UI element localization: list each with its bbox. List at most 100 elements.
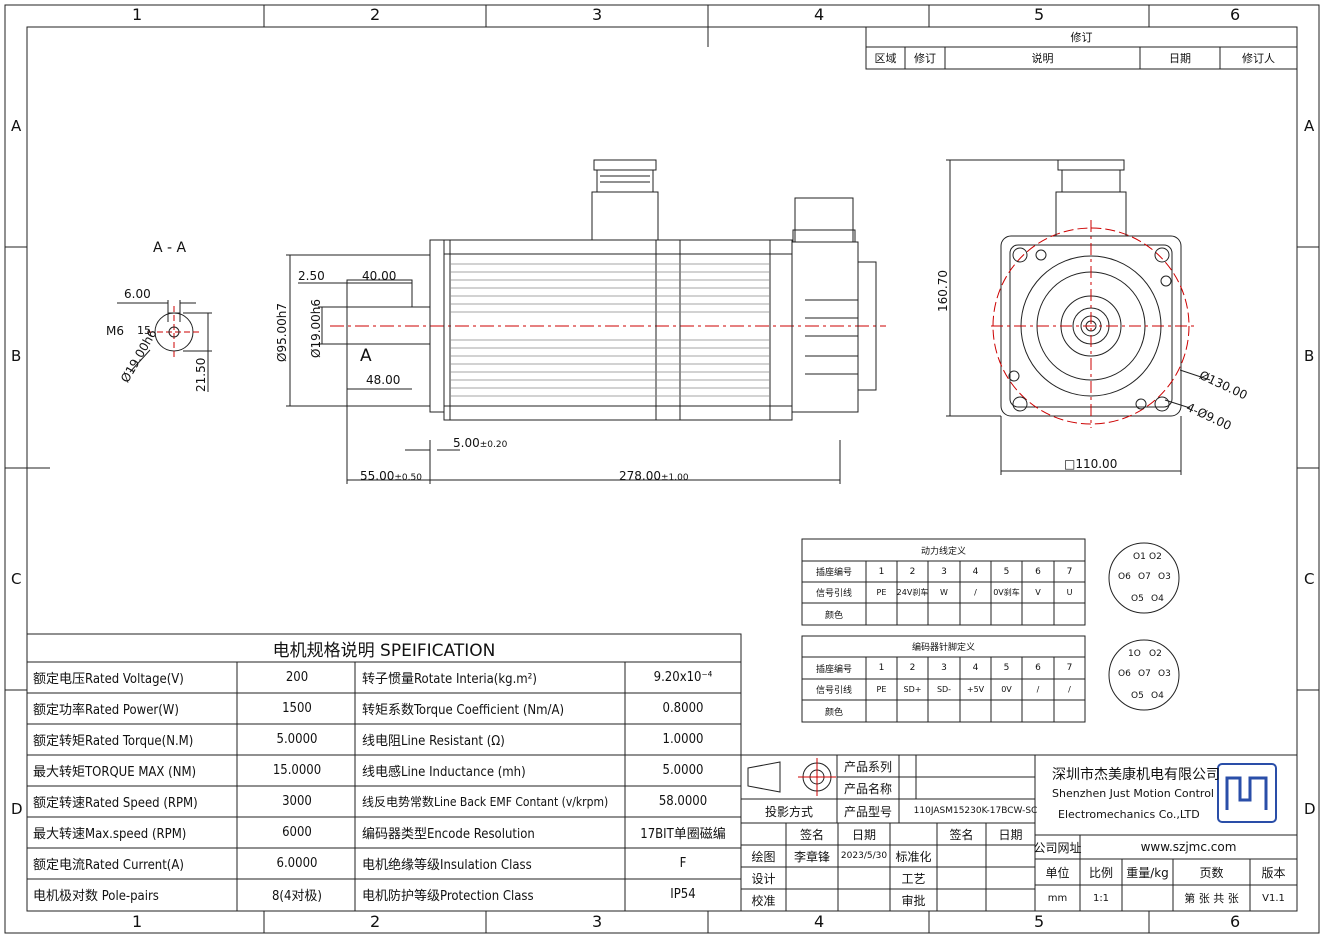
power-signal-7: U	[1066, 588, 1073, 597]
sign-header: 签名	[799, 827, 824, 842]
zone-row-c-right: C	[1304, 570, 1315, 588]
power-pin-3: 3	[941, 566, 947, 577]
power-conn-pin-7: O7	[1138, 572, 1151, 582]
spec-title: 电机规格说明 SPEIFICATION	[272, 640, 496, 661]
spec-row: 额定电压Rated Voltage(V) 200 转子惯量Rotate Inte…	[27, 662, 741, 693]
zone-col-4-bottom: 4	[814, 912, 825, 931]
power-conn-pin-3: O3	[1158, 572, 1171, 582]
zone-col-6-bottom: 6	[1230, 912, 1241, 931]
dim-thread: M6	[106, 324, 124, 338]
dim-key-length: 40.00	[362, 269, 397, 283]
spec-key-2: 编码器类型Encode Resolution	[362, 827, 535, 842]
encoder-signal-2: SD+	[903, 685, 922, 694]
revision-header-reviser: 修订人	[1242, 52, 1275, 65]
power-pin-7: 7	[1066, 566, 1073, 577]
power-signal-2: 24V刹车	[896, 588, 929, 597]
spec-val-1: 3000	[282, 794, 312, 809]
spec-row: 额定转速Rated Speed (RPM) 3000 线反电势常数Line Ba…	[27, 786, 741, 817]
drawer-name: 李章锋	[793, 849, 830, 864]
encoder-signal-3: SD-	[936, 685, 952, 694]
website-label: 公司网址	[1033, 840, 1082, 855]
spec-val-2: 9.20x10⁻⁴	[653, 670, 713, 685]
encoder-signal-4: +5V	[966, 685, 985, 694]
product-name-label: 产品名称	[843, 781, 892, 796]
spec-val-1: 8(4对极)	[271, 889, 322, 904]
spec-key-1: 额定转速Rated Speed (RPM)	[33, 796, 198, 811]
power-row-label-color: 颜色	[824, 610, 843, 621]
zone-row-c-left: C	[11, 570, 22, 588]
zone-row-a-right: A	[1304, 117, 1315, 135]
design-label: 设计	[751, 871, 776, 886]
spec-val-2: F	[679, 856, 687, 871]
zone-col-2-bottom: 2	[370, 912, 381, 931]
spec-key-1: 额定电流Rated Current(A)	[33, 858, 184, 873]
spec-key-1: 额定功率Rated Power(W)	[33, 703, 179, 718]
version-label: 版本	[1261, 865, 1286, 880]
unit-value: mm	[1047, 892, 1068, 904]
zone-col-3-bottom: 3	[592, 912, 603, 931]
encoder-signal-5: 0V	[1001, 685, 1012, 694]
power-table-title: 动力线定义	[920, 546, 966, 557]
encoder-pin-5: 5	[1003, 663, 1010, 673]
power-pin-6: 6	[1035, 566, 1041, 577]
zone-row-d-left: D	[11, 800, 23, 818]
product-series-label: 产品系列	[843, 759, 892, 774]
version-value: V1.1	[1262, 892, 1285, 904]
power-conn-pin-6: O6	[1118, 572, 1131, 582]
drawn-label: 绘图	[751, 849, 776, 864]
encoder-row-label-pin: 插座编号	[815, 664, 852, 675]
revision-title: 修订	[1070, 31, 1093, 44]
spec-key-2: 电机防护等级Protection Class	[362, 889, 534, 904]
power-signal-4: /	[974, 588, 977, 597]
power-pin-5: 5	[1003, 566, 1010, 577]
spec-val-1: 200	[285, 670, 309, 685]
encoder-signal-7: /	[1068, 685, 1071, 694]
spec-val-2: IP54	[670, 887, 696, 902]
encoder-pin-6: 6	[1035, 663, 1041, 673]
encoder-pin-1: 1	[878, 663, 885, 673]
spec-val-1: 15.0000	[272, 763, 322, 778]
dim-body-length: 278.00±1.00	[619, 469, 689, 483]
dim-key-depth: 21.50	[194, 357, 208, 392]
spec-val-2: 0.8000	[662, 701, 704, 716]
power-pin-1: 1	[878, 566, 885, 577]
zone-col-5-bottom: 5	[1034, 912, 1045, 931]
spec-row: 最大转矩TORQUE MAX (NM) 15.0000 线电感Line Indu…	[27, 755, 741, 786]
encoder-pin-4: 4	[972, 663, 979, 673]
process-label: 工艺	[901, 871, 926, 886]
dim-shaft-length: 48.00	[366, 373, 401, 387]
encoder-conn-pin-3: O3	[1158, 669, 1171, 679]
encoder-pin-3: 3	[941, 663, 947, 673]
section-label: A - A	[153, 240, 187, 256]
scale-value: 1:1	[1092, 892, 1110, 904]
encoder-row-label-color: 颜色	[824, 707, 843, 718]
dim-shaft: Ø19.00h6	[309, 298, 323, 358]
website-link[interactable]: www.szjmc.com	[1140, 840, 1237, 854]
approve-label: 审批	[901, 893, 926, 908]
spec-val-2: 1.0000	[662, 732, 704, 747]
zone-col-1-bottom: 1	[132, 912, 143, 931]
power-signal-1: PE	[876, 588, 887, 597]
pages-label: 页数	[1199, 865, 1224, 880]
projection-label: 投影方式	[764, 804, 813, 819]
dim-key-width: 6.00	[124, 287, 151, 301]
power-conn-pin-4: O4	[1151, 594, 1164, 604]
spec-val-1: 5.0000	[276, 732, 318, 747]
power-conn-pin-2: O2	[1149, 552, 1162, 562]
spec-key-2: 转子惯量Rotate Interia(kg.m²)	[362, 672, 537, 687]
dim-flange-thk: 5.00±0.20	[453, 436, 508, 450]
power-conn-pin-1: O1	[1133, 552, 1146, 562]
revision-header-rev: 修订	[914, 52, 936, 65]
spec-row: 额定功率Rated Power(W) 1500 转矩系数Torque Coeff…	[27, 693, 741, 724]
encoder-signal-1: PE	[876, 685, 887, 694]
encoder-conn-pin-1: 1O	[1128, 649, 1141, 659]
dim-key-offset: 2.50	[298, 269, 325, 283]
dim-shaft-ext: 55.00±0.50	[360, 469, 422, 483]
revision-header-date: 日期	[1169, 52, 1191, 65]
spec-row: 电机极对数 Pole-pairs 8(4对极) 电机防护等级Protection…	[27, 879, 741, 911]
dim-pilot: Ø95.00h7	[275, 302, 289, 362]
zone-row-b-left: B	[11, 347, 22, 365]
company-name-en-2: Electromechanics Co.,LTD	[1058, 808, 1200, 821]
power-signal-6: V	[1035, 588, 1041, 597]
date-header: 日期	[851, 827, 876, 842]
